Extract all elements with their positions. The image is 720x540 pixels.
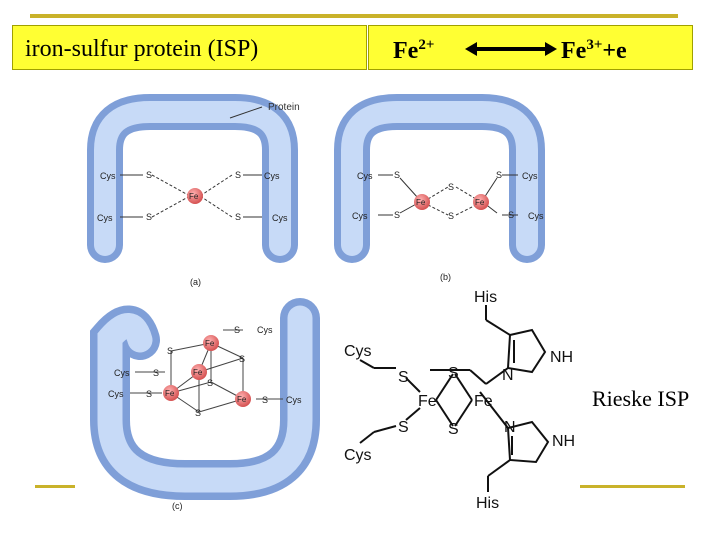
fe-label: Fe xyxy=(193,368,203,377)
fe-label: Fe xyxy=(165,389,175,398)
s-label: S xyxy=(153,368,159,378)
double-arrow-icon xyxy=(465,42,557,56)
n-label: N xyxy=(504,419,516,436)
panel-a: Protein Cys Cys Cys Cys S S S S Fe (a) xyxy=(87,94,300,287)
nh-label: NH xyxy=(550,349,573,366)
his-label: His xyxy=(476,495,499,512)
fe-label: Fe xyxy=(205,339,215,348)
fe-atom xyxy=(473,194,489,210)
cys-label: Cys xyxy=(114,368,130,378)
s-label: S xyxy=(394,210,400,220)
rieske-structure xyxy=(359,305,550,492)
s-label: S xyxy=(496,170,502,180)
fe-label: Fe xyxy=(418,393,437,410)
s-label: S xyxy=(508,210,514,220)
cys-label: Cys xyxy=(97,213,113,223)
cys-label: Cys xyxy=(108,389,124,399)
s-label: S xyxy=(207,378,213,388)
cys-label: Cys xyxy=(264,171,280,181)
s-label: S xyxy=(394,170,400,180)
s-label: S xyxy=(239,354,245,364)
s-label: S xyxy=(235,170,241,180)
title-box: iron-sulfur protein (ISP) xyxy=(12,25,367,70)
panel-c-caption: (c) xyxy=(172,501,183,511)
equation-left: Fe2+ xyxy=(393,37,435,64)
fe-atom xyxy=(191,364,207,380)
s-label: S xyxy=(195,408,201,418)
panel-a-caption: (a) xyxy=(190,277,201,287)
cys-label: Cys xyxy=(357,171,373,181)
fe-label: Fe xyxy=(416,198,426,207)
bottom-rule-right xyxy=(580,485,685,488)
nh-label: NH xyxy=(552,433,575,450)
rieske-isp-label: Rieske ISP xyxy=(592,386,690,411)
s-label: S xyxy=(146,212,152,222)
s-label: S xyxy=(146,170,152,180)
equation-box: Fe2+ Fe3++e xyxy=(368,25,693,70)
s-label: S xyxy=(398,369,409,386)
s-label: S xyxy=(235,212,241,222)
slide-title: iron-sulfur protein (ISP) xyxy=(25,36,259,62)
cys-label: Cys xyxy=(286,395,302,405)
fe-atom xyxy=(163,385,179,401)
fe-label: Fe xyxy=(474,393,493,410)
top-rule xyxy=(30,14,678,18)
cys-label: Cys xyxy=(352,211,368,221)
cys-label: Cys xyxy=(522,171,538,181)
rieske-atom-labels: His Cys NH N S S Fe Fe S S N NH Cys His xyxy=(344,289,575,512)
panel-b-caption: (b) xyxy=(440,272,451,282)
fe-label: Fe xyxy=(475,198,485,207)
n-label: N xyxy=(502,367,514,384)
s-label: S xyxy=(146,389,152,399)
panel-b: Cys Cys Cys Cys S S S S S S Fe Fe (b) xyxy=(334,94,545,282)
cys-label: Cys xyxy=(272,213,288,223)
fe-label: Fe xyxy=(189,192,199,201)
s-label: S xyxy=(398,419,409,436)
s-label: S xyxy=(234,325,240,335)
cys-label: Cys xyxy=(344,343,372,360)
equation-right: Fe3++e xyxy=(561,37,627,64)
s-label: S xyxy=(448,365,459,382)
s-label: S xyxy=(448,182,454,192)
s-label: S xyxy=(448,211,454,221)
protein-label: Protein xyxy=(268,102,300,113)
cys-label: Cys xyxy=(528,211,544,221)
bottom-rule-left xyxy=(35,485,75,488)
s-label: S xyxy=(448,421,459,438)
fe-atom xyxy=(235,391,251,407)
fe-atom xyxy=(414,194,430,210)
cys-label: Cys xyxy=(257,325,273,335)
his-label: His xyxy=(474,289,497,306)
cys-label: Cys xyxy=(100,171,116,181)
s-label: S xyxy=(167,346,173,356)
s-label: S xyxy=(262,395,268,405)
panel-c: Cys Cys Cys Cys S S S S S S S S Fe Fe Fe… xyxy=(90,298,320,511)
fe-label: Fe xyxy=(237,395,247,404)
fe-atom xyxy=(187,188,203,204)
fe-atom xyxy=(203,335,219,351)
cys-label: Cys xyxy=(344,447,372,464)
